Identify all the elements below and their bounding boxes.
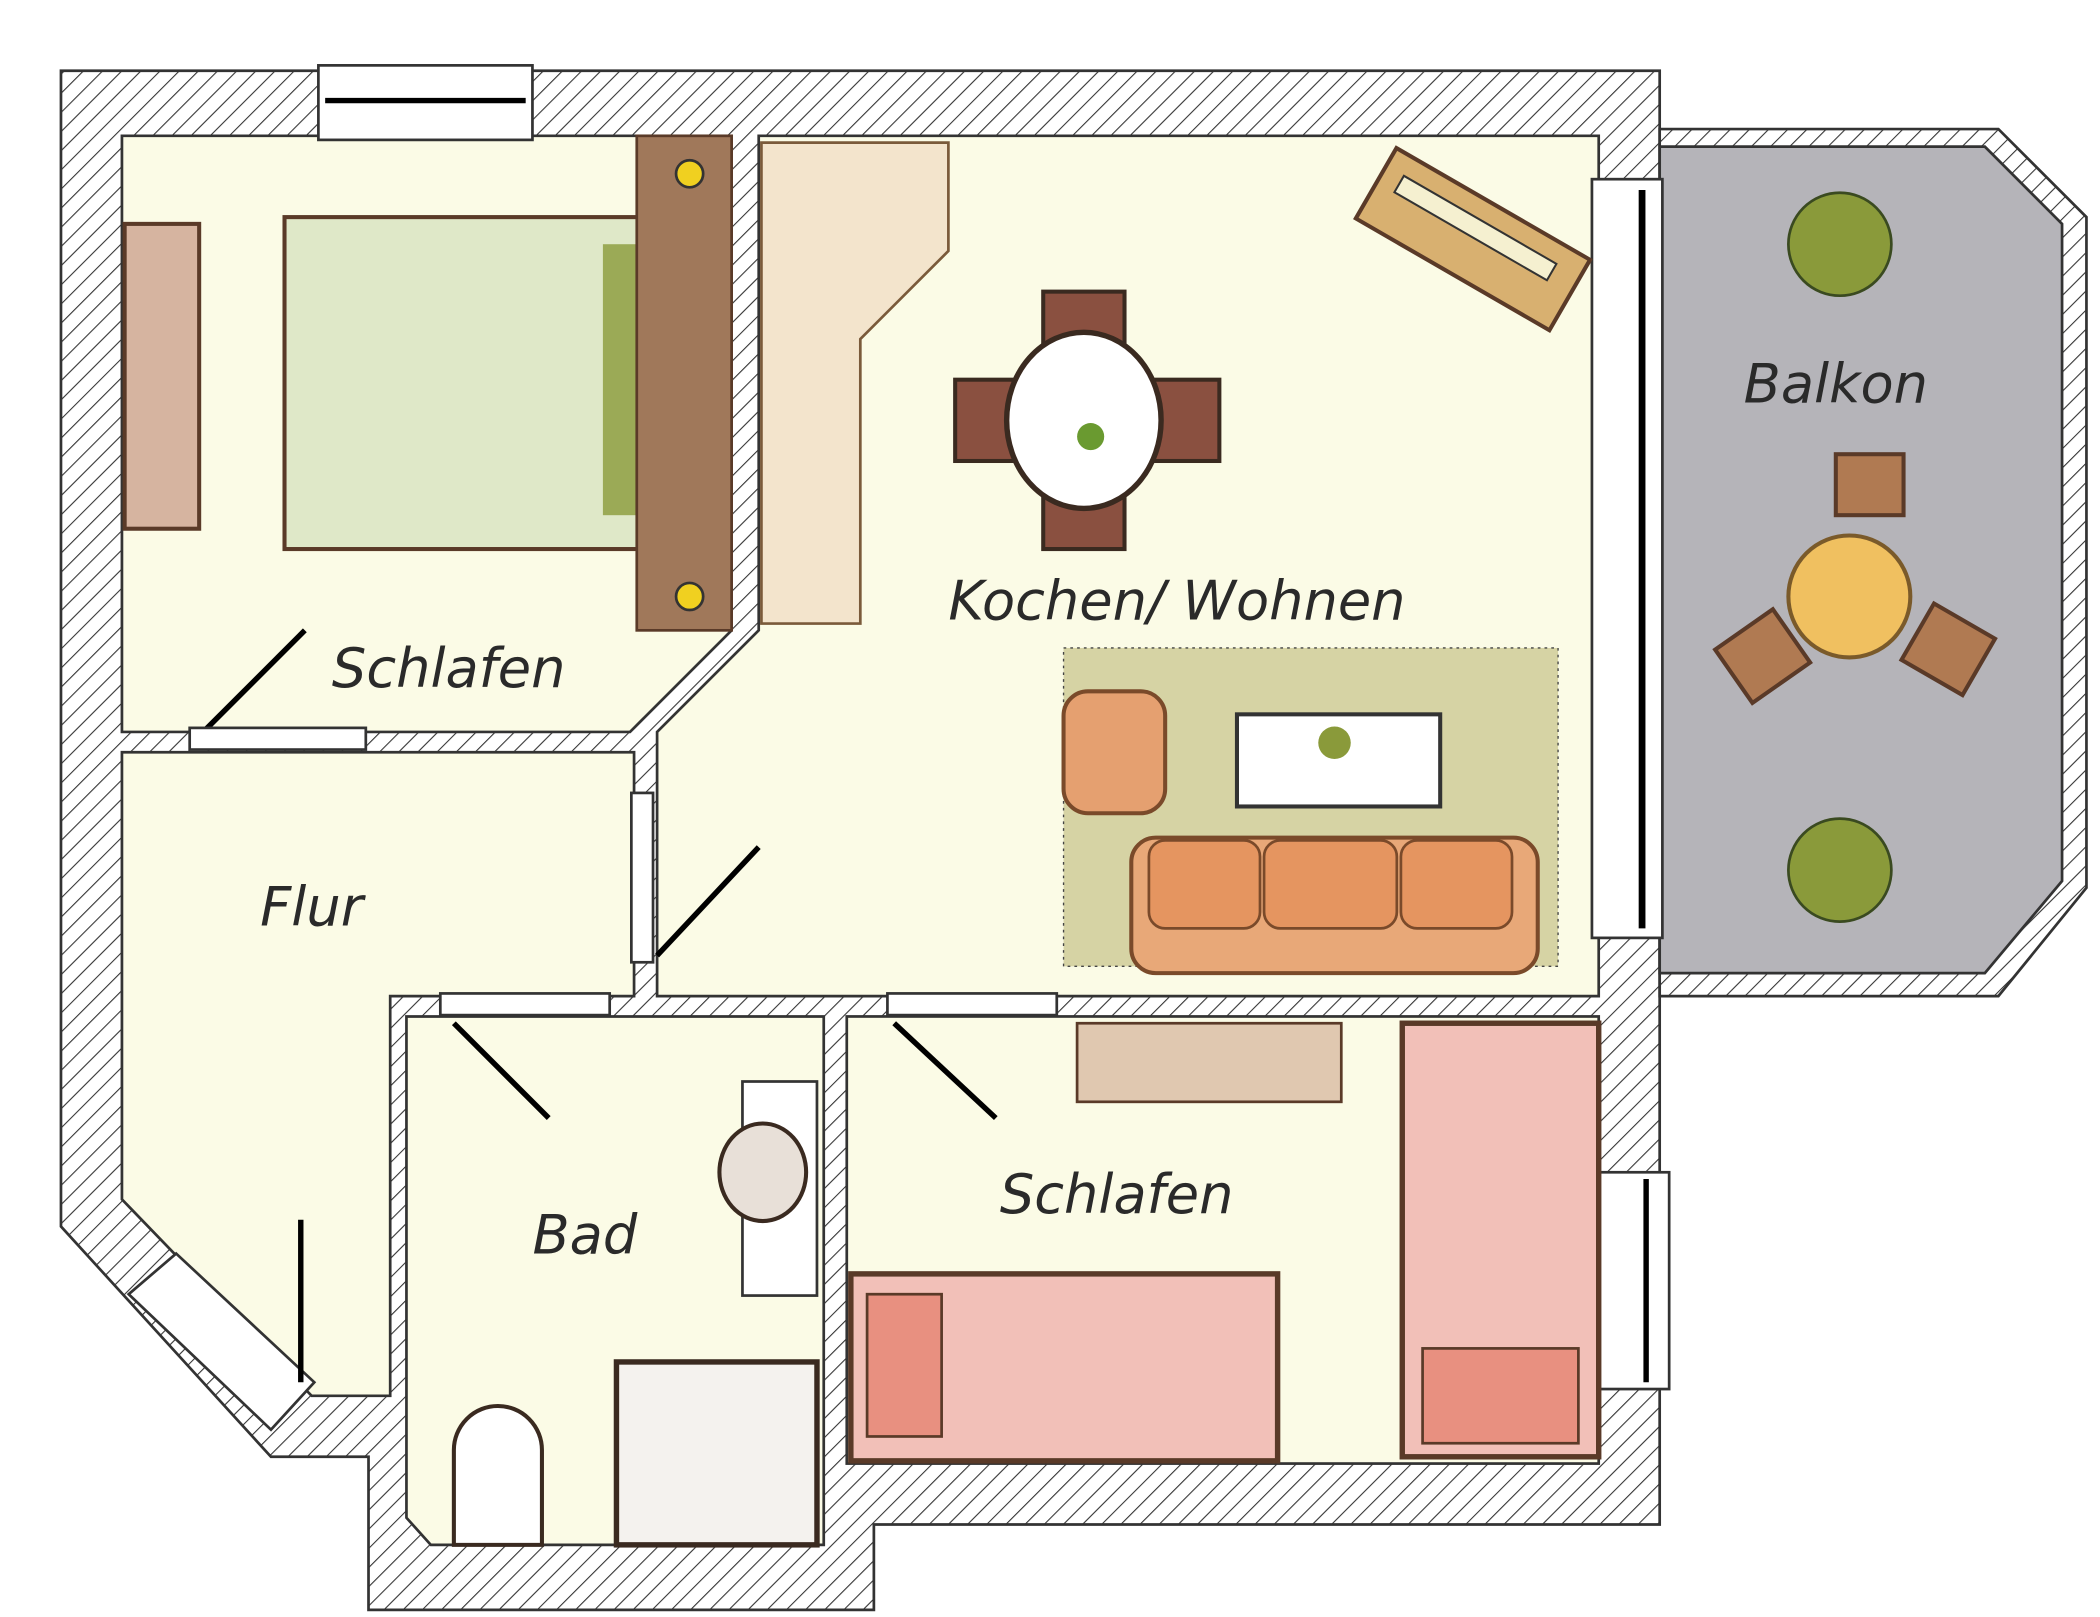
window-balcony-door <box>1590 177 1664 940</box>
dresser <box>1075 1021 1343 1104</box>
bathroom-fixtures <box>451 1080 820 1548</box>
headboard-nightstands <box>635 134 733 632</box>
kitchen-furniture <box>760 141 1593 976</box>
room-label-bedroom-1: Schlafen <box>332 637 566 700</box>
balcony-chair <box>1712 606 1813 706</box>
armchair <box>1061 689 1168 816</box>
room-label-bathroom: Bad <box>532 1204 637 1267</box>
room-label-hallway: Flur <box>260 876 367 939</box>
sink <box>717 1121 809 1224</box>
windows <box>126 64 1671 1432</box>
piano <box>1353 145 1593 333</box>
room-label-kitchen-living: Kochen/ Wohnen <box>948 570 1405 633</box>
window-bedroom-2 <box>1597 1170 1671 1391</box>
balcony-furniture <box>1712 191 1998 923</box>
wardrobe <box>122 221 202 531</box>
plant-icon <box>1787 817 1893 923</box>
living-area <box>1061 647 1559 976</box>
lamp-icon <box>674 158 705 189</box>
balcony-chair <box>1898 600 1998 698</box>
kitchen-counter <box>760 141 950 625</box>
dining-table <box>953 289 1222 552</box>
bedroom-1-furniture <box>122 134 733 632</box>
balcony-chair <box>1833 452 1906 518</box>
toilet <box>451 1403 544 1547</box>
bedroom-2-furniture <box>848 1020 1602 1464</box>
lamp-icon <box>674 581 705 612</box>
room-label-bedroom-2: Schlafen <box>1000 1163 1234 1226</box>
shower <box>613 1359 820 1548</box>
room-label-balcony: Balkon <box>1744 353 1928 416</box>
doors <box>188 628 1059 1383</box>
plant-icon <box>1787 191 1893 298</box>
window-hallway <box>126 1251 317 1432</box>
balcony-table <box>1786 533 1913 660</box>
